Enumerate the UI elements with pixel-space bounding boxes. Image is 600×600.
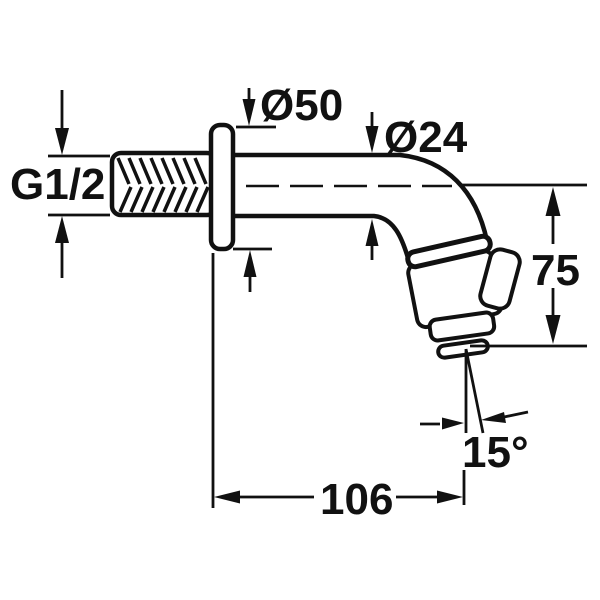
height-label: 75 — [531, 246, 580, 295]
arrow-right-icon — [437, 490, 463, 504]
thread-label: G1/2 — [10, 160, 105, 209]
projection-label: 106 — [320, 475, 393, 524]
dim-thread: G1/2 — [10, 90, 110, 278]
arrow-left-icon — [214, 490, 240, 504]
aerator-tip — [436, 338, 490, 360]
collar-nut — [405, 233, 493, 270]
tube-diameter-label: Ø24 — [384, 113, 468, 162]
aerator-housing — [427, 310, 497, 343]
thread-hatching — [116, 157, 210, 213]
arrow-up-icon — [55, 216, 69, 243]
arrow-up-icon — [243, 250, 257, 277]
tube-inner-edge — [233, 213, 411, 259]
angle-label: 15° — [462, 428, 529, 477]
wall-flange — [208, 122, 236, 252]
arrow-down-icon — [545, 315, 561, 344]
tube-outer-edge — [233, 152, 490, 242]
outlet-side-cap — [478, 247, 522, 311]
arrow-down-icon — [365, 126, 379, 153]
dim-projection: 106 — [211, 253, 466, 524]
arrow-up-icon — [545, 187, 561, 216]
arrow-down-icon — [242, 99, 256, 126]
arrow-up-icon — [365, 219, 379, 246]
arrow-right-icon — [442, 417, 464, 430]
dim-angle: 15° — [420, 348, 529, 477]
dim-tube-diameter: Ø24 — [365, 112, 468, 260]
spout-outline — [109, 122, 522, 360]
arrow-down-icon — [55, 128, 69, 155]
arrow-left-icon — [481, 412, 506, 423]
flange-diameter-label: Ø50 — [260, 81, 343, 130]
dim-flange-diameter: Ø50 — [233, 81, 343, 292]
dim-height: 75 — [462, 183, 587, 348]
